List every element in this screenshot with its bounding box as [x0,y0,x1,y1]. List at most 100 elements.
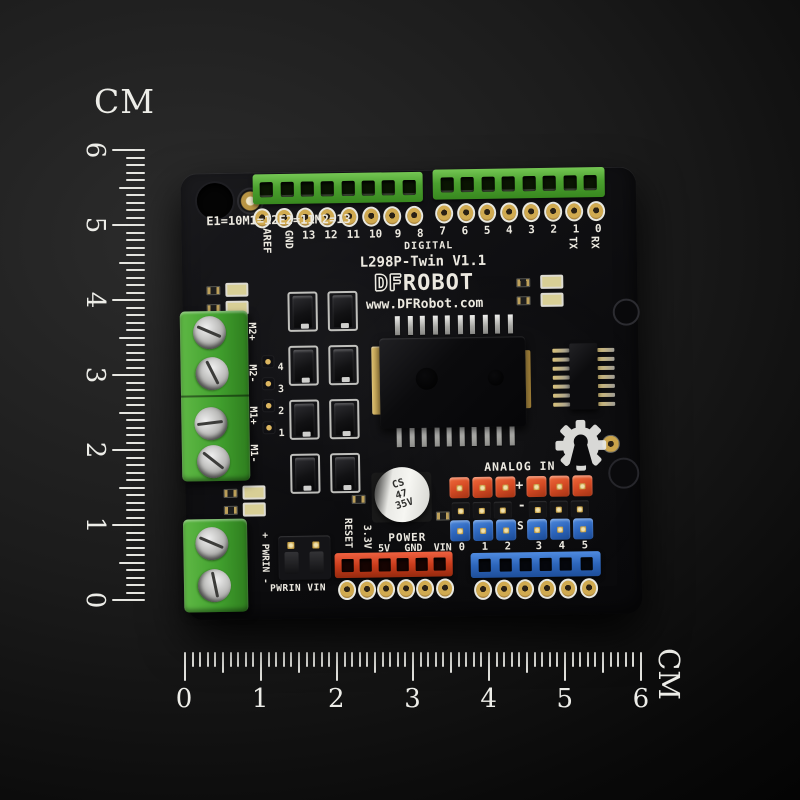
header-socket [522,175,536,191]
jumper [288,345,319,386]
pin-blue [495,519,517,541]
board-title: L298P-Twin V1.1 [359,252,487,271]
pin-red [495,476,516,498]
ruler-tick [126,239,145,241]
smd-resistor [223,505,238,515]
through-hole [521,201,541,223]
pin-number: 2 [504,540,512,553]
power-female-header [334,551,453,579]
ruler-tick [488,652,490,681]
ruler-number: 4 [480,684,497,714]
pin-number: 6 [461,224,469,238]
header-socket [580,557,593,571]
chip-pin [509,426,515,446]
ruler-tick [571,652,574,667]
jumper [289,453,321,494]
motor-channel-label: M2- [246,364,258,383]
ruler-tick [229,652,232,667]
ruler-tick [624,652,627,667]
header-socket [460,176,474,192]
header-socket [440,176,454,193]
pin-number: 13 [301,228,316,242]
dfrobot-logo: DFROBOT [358,270,490,297]
ruler-tick [305,652,308,667]
terminal-screw [191,562,238,609]
ruler-number: 0 [80,591,110,609]
ruler-tick [495,652,498,667]
l298p-chip [379,336,527,429]
jumper-bank [287,290,362,506]
chip-pin [396,428,402,448]
ruler-tick [396,652,399,667]
analog-female-header [470,551,601,579]
pin-black [570,500,589,518]
chip-pin [421,427,427,447]
ruler-tick [119,561,145,564]
ruler-tick [126,194,145,196]
header-socket [280,181,294,197]
chip-pin [507,314,513,334]
ruler-tick [206,652,209,667]
ruler-tick [548,652,551,667]
ruler-tick [112,149,145,151]
pin-black [472,501,491,520]
ruler-tick [640,652,642,681]
l298p-pins-bottom [396,426,515,448]
digital-label: DIGITAL [404,240,454,253]
ruler-tick [412,652,414,681]
ruler-tick [126,164,145,166]
dfrobot-gear-icon [555,419,607,471]
through-holes-top-right [431,200,609,224]
smd-led [540,292,564,307]
chip-pin [552,348,570,353]
pin-mapping-table: E1=10M1=12E2=11M2=13 [206,211,351,228]
ruler-tick [126,291,145,294]
ruler-tick [126,434,145,436]
rx-label: RX [588,236,601,249]
motor-channel-label: M2+ [245,322,258,341]
chip-pin [470,314,476,335]
ruler-tick [199,652,202,667]
ruler-tick [112,524,145,526]
soic-chip [569,343,599,410]
pin-number: 2 [550,222,558,236]
pin-number: 4 [505,223,513,237]
header-socket [478,558,492,572]
pin-mapping-line: E2=11 [278,212,315,228]
analog-power-pins-right [526,475,593,498]
pin-mapping-line: M2=13 [314,211,351,227]
header-socket [563,174,577,191]
pin-number: 0 [594,221,602,236]
ruler-tick [282,652,285,667]
terminal-screw [192,315,227,350]
analog-signal-pins-left [449,519,517,542]
pin-blue [449,520,471,542]
jumper [328,344,359,386]
header-socket [560,557,573,571]
pin-red [572,475,593,497]
jumper [287,291,319,332]
header-socket [499,558,512,572]
ruler-tick [119,261,145,264]
ruler-tick [533,652,536,667]
ruler-tick [328,652,331,667]
ruler-tick [126,231,145,234]
ruler-tick [126,246,145,249]
through-hole [377,579,396,600]
smd-resistor [516,278,531,288]
ruler-tick [419,652,422,667]
pin-red [526,475,547,498]
chip-pin [459,427,465,447]
analog-signal-pins-right [526,518,594,541]
ruler-tick [126,396,145,399]
ruler-tick [541,652,544,667]
ruler-tick [119,411,145,414]
pwrin-vertical-label: + PWRIN - [259,532,271,584]
through-hole [357,579,377,600]
smd-led [242,502,266,517]
ruler-tick [126,591,145,594]
header-socket [300,181,314,197]
header-socket [359,558,372,572]
